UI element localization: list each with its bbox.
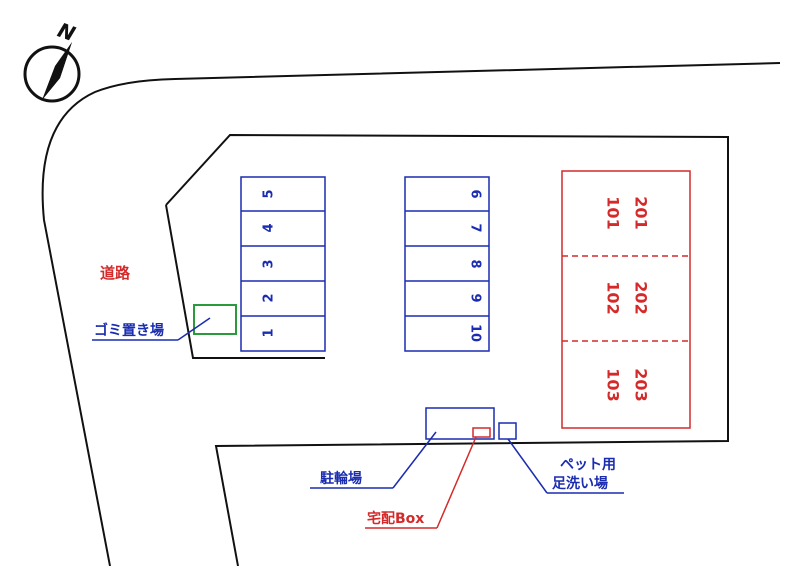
- bicycle-leader-line: [392, 431, 437, 489]
- road-label: 道路: [100, 264, 131, 282]
- parking-space-9: 9: [468, 293, 483, 302]
- parking-space-8: 8: [468, 259, 483, 268]
- garbage-label: ゴミ置き場: [94, 322, 164, 339]
- bicycle-parking-area: [425, 407, 495, 440]
- pet-wash-area: [498, 422, 517, 440]
- unit-102: 102: [604, 281, 623, 314]
- site-boundary-left: [165, 204, 325, 359]
- pet-wash-label-line2: 足洗い場: [552, 475, 608, 492]
- parking-space-3: 3: [262, 259, 277, 268]
- delivery-box-leader-line: [436, 436, 477, 529]
- delivery-box-label: 宅配Box: [367, 510, 424, 527]
- parking-block-left: 5 4 3 2 1: [240, 176, 326, 352]
- parking-space-6: 6: [468, 189, 483, 198]
- bicycle-parking-label: 駐輪場: [320, 470, 362, 487]
- parking-space-4: 4: [262, 223, 277, 232]
- garbage-area: [193, 304, 237, 335]
- site-boundary: [165, 133, 729, 566]
- parking-space-10: 10: [468, 324, 483, 342]
- parking-space-7: 7: [468, 223, 483, 232]
- parking-space-1: 1: [262, 328, 277, 337]
- apartment-building: 201 101 202 102 203 103: [561, 170, 691, 429]
- compass: N: [23, 18, 81, 103]
- garbage-leader-line: [177, 317, 211, 341]
- compass-north-label: N: [55, 18, 79, 46]
- parking-space-5: 5: [262, 189, 277, 198]
- unit-202: 202: [632, 281, 651, 314]
- unit-201: 201: [632, 196, 651, 229]
- unit-103: 103: [604, 368, 623, 401]
- parking-space-2: 2: [262, 293, 277, 302]
- pet-wash-label-line1: ペット用: [560, 457, 616, 473]
- pet-wash-leader-line: [507, 438, 548, 494]
- unit-101: 101: [604, 196, 623, 229]
- delivery-box-area: [472, 427, 491, 438]
- road-outer-edge: [41, 62, 781, 566]
- parking-block-right: 6 7 8 9 10: [404, 176, 490, 352]
- unit-203: 203: [632, 368, 651, 401]
